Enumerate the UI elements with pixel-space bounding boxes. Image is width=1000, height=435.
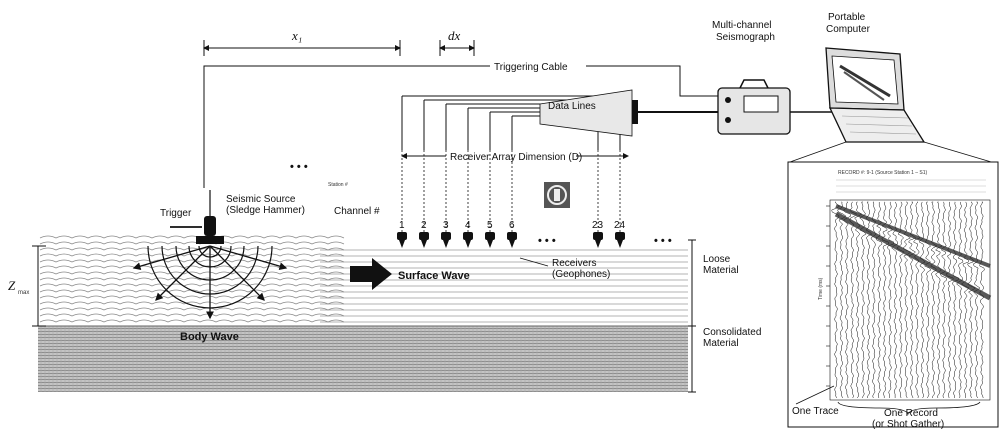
geophone-4: 4 (463, 150, 473, 248)
seismograph-label-1: Multi-channel (712, 20, 771, 31)
body-wave-label: Body Wave (180, 331, 239, 343)
consolidated-material-label-1: Consolidated (703, 327, 761, 338)
loose-material-label-2: Material (703, 265, 739, 276)
geophone-23: 23 (592, 150, 604, 248)
x1-label: x₁ (291, 28, 302, 43)
computer-label-2: Computer (826, 24, 871, 35)
channel-number-4: 4 (465, 220, 471, 231)
zmax-subscript: max (18, 290, 29, 296)
triggering-cable (204, 66, 718, 188)
ground-consolidated-layer (38, 326, 688, 392)
channel-label: Channel # (334, 206, 380, 217)
surface-wave-label: Surface Wave (398, 270, 470, 282)
end-ellipsis: • • • (654, 235, 672, 247)
channel-number-6: 6 (509, 220, 515, 231)
consolidated-material-label-2: Material (703, 338, 739, 349)
receivers-label-2: (Geophones) (552, 269, 610, 280)
dx-label: dx (448, 28, 461, 43)
geophone-closeup-icon (544, 182, 570, 208)
channel-number-2: 2 (421, 220, 427, 231)
channel-number-3: 3 (443, 220, 449, 231)
one-trace-label: One Trace (792, 406, 839, 417)
channel-number-23: 23 (592, 220, 604, 231)
geophone-2: 2 (419, 150, 429, 248)
trigger-label: Trigger (160, 208, 192, 219)
receiver-array-label: Receiver Array Dimension (D) (450, 152, 582, 163)
seismograph-label-2: Seismograph (716, 32, 775, 43)
computer-label-1: Portable (828, 12, 866, 23)
geophone-1: 1 (397, 150, 407, 248)
seismic-source-label-1: Seismic Source (226, 194, 296, 205)
layer-dimension: Loose Material Consolidated Material (688, 240, 761, 392)
triggering-cable-label: Triggering Cable (494, 62, 568, 73)
geophone-3: 3 (441, 150, 451, 248)
seismic-source-label-2: (Sledge Hammer) (226, 205, 305, 216)
zmax-label: Z (8, 278, 16, 293)
data-lines-label: Data Lines (548, 101, 596, 112)
seismograph (718, 80, 790, 134)
portable-computer (826, 48, 924, 142)
channel-number-5: 5 (487, 220, 493, 231)
geophone-6: 6 (507, 150, 517, 248)
cable-connector (632, 100, 638, 124)
source-ellipsis: • • • (290, 161, 308, 173)
one-record-label-1: One Record (884, 408, 938, 419)
geophone-24: 24 (614, 150, 626, 248)
loose-material-label-1: Loose (703, 254, 731, 265)
station-label: Station # (328, 182, 348, 188)
receiver-ellipsis: • • • (538, 235, 556, 247)
receivers-label-1: Receivers (552, 258, 596, 269)
record-header: RECORD #: 9-1 (Source Station 1 – S1) (838, 170, 928, 176)
geophone-5: 5 (485, 150, 495, 248)
channel-number-1: 1 (399, 220, 405, 231)
record-ylabel: Time (ms) (818, 277, 824, 300)
channel-number-24: 24 (614, 220, 626, 231)
shot-gather-panel: RECORD #: 9-1 (Source Station 1 – S1) Ti… (788, 162, 998, 427)
one-record-label-2: (or Shot Gather) (872, 419, 944, 430)
